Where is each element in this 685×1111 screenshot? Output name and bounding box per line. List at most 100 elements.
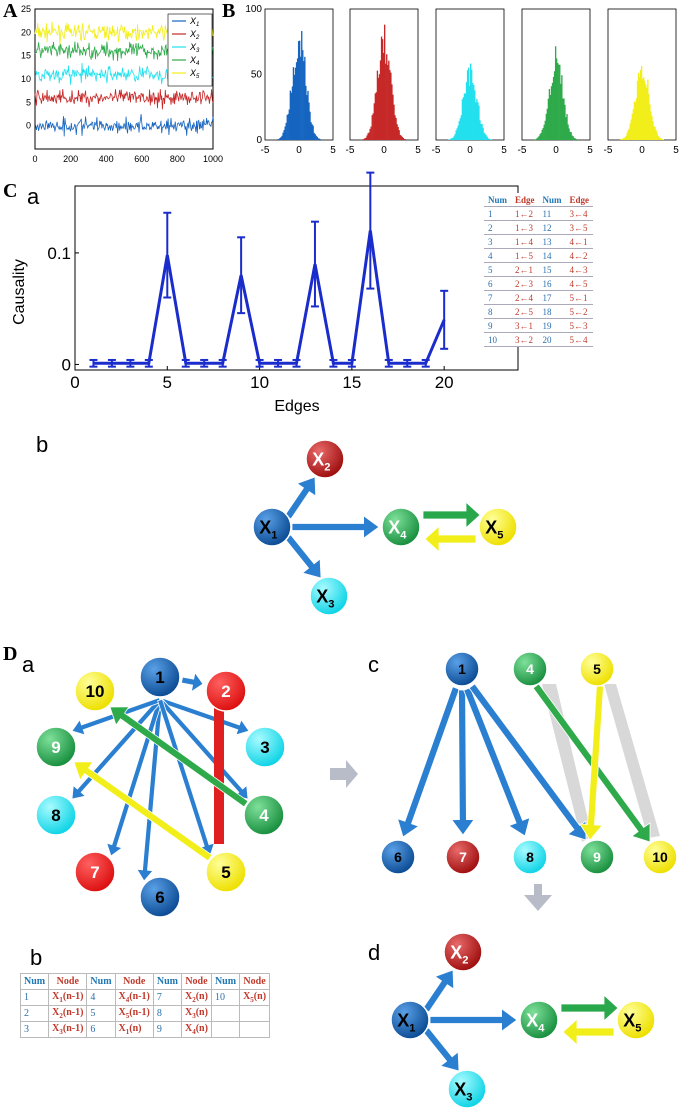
dc-node-7: 7 <box>445 839 481 875</box>
cb-node-x5-label: X5 <box>485 517 503 541</box>
edge-table-num: 2 <box>484 220 512 235</box>
node-table-num: 1 <box>19 989 50 1006</box>
chart-xtick: 0 <box>70 373 79 392</box>
edge-table-num: 20 <box>538 332 566 347</box>
histogram-xtick: -5 <box>432 145 441 156</box>
chart-errorbar <box>274 358 283 368</box>
edge-table-num: 14 <box>538 248 566 263</box>
panel-a-ytick: 10 <box>21 74 31 84</box>
node-table-node: X3(n) <box>180 1005 212 1022</box>
edge-table-num: 16 <box>538 276 566 291</box>
cb-node-x5: X5 <box>478 507 518 547</box>
chart-errorbar <box>440 289 449 350</box>
chart-errorbar <box>329 358 338 368</box>
da-arrow-1-4 <box>157 697 249 800</box>
chart-errorbar <box>218 358 227 368</box>
chart-errorbar <box>347 358 356 368</box>
da-arrow-1-6 <box>136 699 163 882</box>
node-table-header-node: Node <box>114 973 154 990</box>
panel-a-xtick: 600 <box>134 154 149 164</box>
dc-arrow-1-6 <box>396 686 460 838</box>
dd-node-x5-label: X5 <box>623 1010 641 1034</box>
node-table-num: 6 <box>86 1021 116 1038</box>
dc-node-10-label: 10 <box>652 849 668 865</box>
edge-table-num: 11 <box>538 206 566 221</box>
dc-node-6: 6 <box>380 839 416 875</box>
da-node-5: 5 <box>205 851 247 893</box>
panel-label-d-d: d <box>368 940 381 965</box>
panel-a-ytick: 5 <box>26 97 31 107</box>
da-node-6-label: 6 <box>155 888 164 907</box>
da-node-9-label: 9 <box>51 738 60 757</box>
chart-errorbar <box>181 358 190 368</box>
chart-frame <box>74 185 519 371</box>
histogram-xtick: -5 <box>346 145 355 156</box>
dd-node-x5: X5 <box>616 1000 656 1040</box>
node-table-header-num: Num <box>152 973 182 990</box>
da-node-8-label: 8 <box>51 806 60 825</box>
dd-node-x2-label: X2 <box>450 942 468 966</box>
cb-node-x4: X4 <box>381 507 421 547</box>
panel-label-d-c: c <box>368 652 379 677</box>
da-red-bar <box>214 708 224 844</box>
edge-table-edge: 4←2 <box>565 248 594 263</box>
node-table-num: 2 <box>19 1005 50 1022</box>
da-arrow-1-5 <box>157 698 215 857</box>
chart-ytick: 0.1 <box>47 244 71 263</box>
panel-label-d-a: a <box>22 652 35 677</box>
node-table-num: 3 <box>19 1021 50 1038</box>
node-table-num: 4 <box>86 989 116 1006</box>
chart-errorbar <box>144 358 153 368</box>
chart-errorbar <box>366 171 375 290</box>
dd-arrow-1-3 <box>422 1027 460 1072</box>
panel-a-xtick: 400 <box>99 154 114 164</box>
dc-node-4-label: 4 <box>526 661 534 677</box>
chart-errorbar <box>384 358 393 368</box>
chart-errorbar <box>126 358 135 368</box>
edge-table-edge: 1←4 <box>511 234 539 249</box>
da-arrow-1-7 <box>106 698 163 857</box>
da-arrow-4-10 <box>109 706 249 808</box>
da-node-4: 4 <box>243 794 285 836</box>
dc-node-1: 1 <box>444 651 480 687</box>
edge-table-num: 19 <box>538 318 566 333</box>
edge-table-num: 9 <box>484 318 512 333</box>
node-table-num: 8 <box>152 1005 182 1022</box>
edge-table-num: 10 <box>484 332 512 347</box>
panel-a-ytick: 20 <box>21 27 31 37</box>
edge-table-edge: 4←3 <box>565 262 594 277</box>
edge-table-edge: 3←1 <box>511 318 539 333</box>
da-node-2: 2 <box>205 670 247 712</box>
chart-xtick: 20 <box>435 373 454 392</box>
da-node-10: 10 <box>74 670 116 712</box>
panel-label-a: A <box>3 0 18 22</box>
panel-a-legend-entry: X3 <box>189 42 200 54</box>
da-node-2-label: 2 <box>221 682 230 701</box>
dc-gray-edge-4-9 <box>542 684 592 842</box>
dd-arrow-5-4 <box>562 1018 615 1046</box>
panel-label-d: D <box>3 643 18 665</box>
dc-arrow-1-8 <box>463 687 531 837</box>
chart-errorbar <box>403 358 412 368</box>
edge-table-edge: 3←2 <box>511 332 539 347</box>
edge-table-edge: 5←4 <box>565 332 594 347</box>
edge-table-num: 5 <box>484 262 512 277</box>
panel-a-xtick: 200 <box>63 154 78 164</box>
dc-arrow-5-9 <box>579 685 604 841</box>
edge-table-header-num: Num <box>538 193 566 207</box>
edge-table-edge: 2←3 <box>511 276 539 291</box>
cb-node-x4-label: X4 <box>388 517 407 541</box>
panel-label-c-b: b <box>36 432 49 457</box>
down-arrow-icon <box>524 884 552 911</box>
node-table-header-node: Node <box>239 973 271 990</box>
panel-a-frame <box>34 8 214 150</box>
dd-node-x3-label: X3 <box>454 1079 472 1103</box>
edge-table-num: 8 <box>484 304 512 319</box>
histogram-xtick: 5 <box>330 145 336 156</box>
